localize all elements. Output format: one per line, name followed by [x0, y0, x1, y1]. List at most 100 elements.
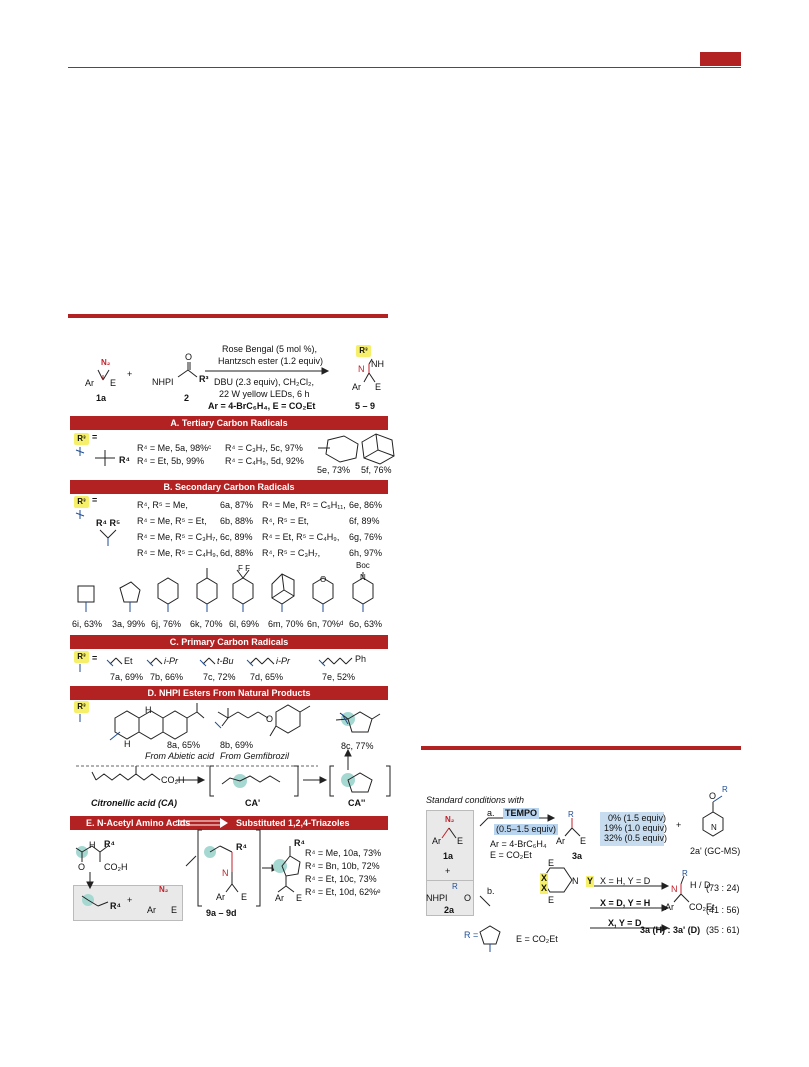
compound-3a-mech: 3a	[572, 851, 583, 861]
citronellic-co2h: CO₂H	[161, 775, 185, 785]
section-d-title: D. NHPI Esters From Natural Products	[70, 686, 388, 700]
nhpi-label: NHPI	[152, 377, 174, 387]
ratio-1: (73 : 24)	[706, 883, 740, 893]
section-c-r3: R³	[74, 651, 89, 663]
product-label: 5 – 9	[355, 401, 376, 411]
compound-6i: 6i, 63%	[72, 619, 103, 629]
difluoro-label: F F	[238, 564, 250, 573]
compound-7c: 7c, 72%	[203, 672, 236, 682]
gemfibrozil-o: O	[266, 714, 274, 724]
product-3a-e: E	[580, 836, 587, 846]
section-b-row3-left: R⁴ = Me, R⁵ = C₃H₇,	[137, 532, 218, 542]
section-b-row2-left: R⁴ = Me, R⁵ = Et,	[137, 516, 207, 526]
hantzsch-e2: E	[548, 895, 555, 905]
section-b-row3-right: R⁴ = Et, R⁵ = C₄H₉,	[262, 532, 340, 542]
product-3a-r: R	[568, 810, 574, 819]
section-a-equals: =	[92, 432, 98, 442]
group-ph: Ph	[355, 654, 367, 664]
hantzsch-y: Y	[586, 876, 595, 887]
section-d-r3: R³	[74, 701, 89, 713]
section-b-row4-rval: 6h, 97%	[349, 548, 383, 558]
result-10b: R⁴ = Bn, 10b, 72%	[305, 861, 380, 871]
section-a-row2b: R⁴ = C₄H₉, 5d, 92%	[225, 456, 304, 466]
condition-line-3: DBU (2.3 equiv), CH₂Cl₂,	[214, 377, 315, 387]
mech-plus-2: +	[676, 820, 682, 830]
section-e-title: E. N-Acetyl Amino Acids Substituted 1,2,…	[70, 816, 388, 830]
group-tbu: t-Bu	[217, 656, 234, 666]
amino-r4: R⁴	[104, 839, 115, 849]
source-8a: From Abietic acid	[145, 751, 215, 761]
yield-1-5: 0% (1.5 equiv)	[608, 813, 667, 823]
compound-8b: 8b, 69%	[220, 740, 254, 750]
ratio-3-label: 3a (H) : 3a' (D)	[640, 925, 701, 935]
section-b-row4-right: R⁴, R⁵ = C₃H₇,	[262, 548, 321, 558]
compound-2: 2	[184, 393, 190, 403]
mech-o: O	[464, 893, 472, 903]
result-10d: R⁴ = Et, 10d, 62%ᵉ	[305, 887, 381, 897]
condition-line-2: Hantzsch ester (1.2 equiv)	[218, 356, 324, 366]
compound-7a: 7a, 69%	[110, 672, 144, 682]
product-e: E	[375, 382, 382, 392]
section-b-row1-lval: 6a, 87%	[220, 500, 254, 510]
section-b-row1-rval: 6e, 86%	[349, 500, 383, 510]
mechanism-title: Standard conditions with	[426, 795, 525, 805]
header-rule	[68, 67, 741, 68]
ar-definition: Ar = 4-BrC₆H₄	[490, 839, 547, 849]
compound-7d: 7d, 65%	[250, 672, 284, 682]
ratio-2: (41 : 56)	[706, 905, 740, 915]
ratio-3: (35 : 61)	[706, 925, 740, 935]
tempo-label: TEMPO	[503, 808, 540, 819]
condition-d-d: X, Y = D	[608, 918, 642, 928]
carbonyl-o: O	[185, 352, 193, 362]
section-a-row1a: R⁴ = Me, 5a, 98%ᶜ	[137, 443, 212, 453]
section-a-title: A. Tertiary Carbon Radicals	[70, 416, 388, 430]
section-a-r3: R³	[74, 433, 89, 445]
section-b-title: B. Secondary Carbon Radicals	[70, 480, 388, 494]
section-b-row2-rval: 6f, 89%	[349, 516, 380, 526]
compound-8a: 8a, 65%	[167, 740, 201, 750]
yield-box	[600, 812, 664, 846]
group-ipr-2: i-Pr	[276, 656, 290, 666]
tempo-r: R	[722, 785, 728, 794]
triazole-ar: Ar	[275, 893, 284, 903]
yield-1-0: 19% (1.0 equiv)	[604, 823, 668, 833]
yield-0-5: 32% (0.5 equiv)	[604, 833, 668, 843]
mech-2a: 2a	[444, 905, 455, 915]
product-d-r: R	[682, 869, 688, 878]
section-e-ar: Ar	[147, 905, 156, 915]
compound-5e: 5e, 73%	[317, 465, 351, 475]
result-10a: R⁴ = Me, 10a, 73%	[305, 848, 382, 858]
mech-r: R	[452, 882, 458, 891]
section-e-e: E	[171, 905, 178, 915]
source-8b: From Gemfibrozil	[220, 751, 290, 761]
compound-6n: 6n, 70%ᵈ	[307, 619, 344, 629]
section-b-row2-lval: 6b, 88%	[220, 516, 254, 526]
tempo-o: O	[709, 791, 717, 801]
hantzsch-n: N	[572, 876, 579, 886]
intermediate-e: E	[241, 892, 248, 902]
intermediate-ar: Ar	[216, 892, 225, 902]
e-definition: E = CO₂Et	[490, 850, 532, 860]
compound-6k: 6k, 70%	[190, 619, 223, 629]
section-a-row1b: R⁴ = C₃H₇, 5c, 97%	[225, 443, 303, 453]
section-a-row2a: R⁴ = Et, 5b, 99%	[137, 456, 205, 466]
box-r4: R⁴	[110, 901, 121, 911]
compound-5f: 5f, 76%	[361, 465, 392, 475]
aryl-label: Ar	[85, 378, 94, 388]
amino-o: O	[78, 862, 86, 872]
e-definition-2: E = CO₂Et	[516, 934, 558, 944]
section-b-row1-right: R⁴ = Me, R⁵ = C₅H₁₁,	[262, 500, 346, 510]
section-c-title: C. Primary Carbon Radicals	[70, 635, 388, 649]
path-a: a.	[487, 808, 495, 818]
compound-7b: 7b, 66%	[150, 672, 184, 682]
intermediate-n: N	[222, 868, 229, 878]
boc-label: Boc	[356, 561, 370, 570]
hantzsch-x2: X	[540, 883, 549, 894]
product-d-n: N	[671, 884, 678, 894]
product-h-d: H / D	[690, 880, 711, 890]
diazo-n2: N₂	[101, 358, 111, 367]
